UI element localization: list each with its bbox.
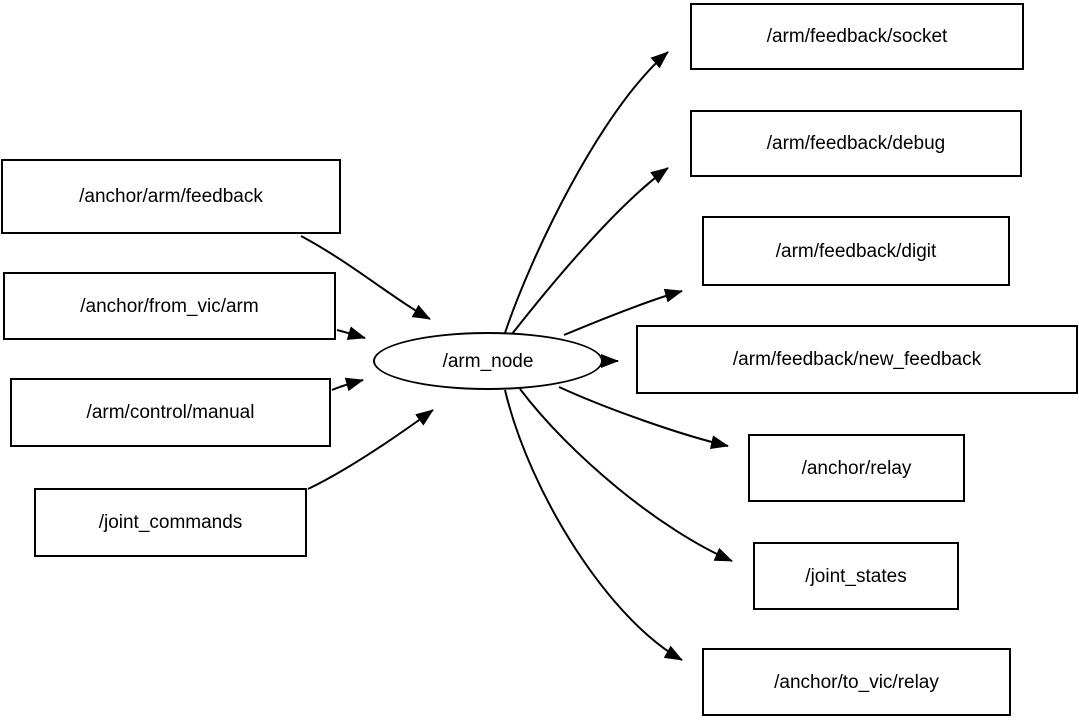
node-arm-node[interactable]: /arm_node bbox=[373, 332, 603, 390]
node-label: /joint_states bbox=[805, 565, 907, 587]
node-label: /arm/control/manual bbox=[86, 402, 255, 423]
edge-arm-control-manual-to-arm-node bbox=[331, 377, 364, 392]
node-label: /anchor/to_vic/relay bbox=[774, 671, 939, 693]
edge-arm-node-to-anchor-relay bbox=[558, 386, 729, 450]
node-anchor-to-vic-relay[interactable]: /anchor/to_vic/relay bbox=[702, 648, 1011, 716]
edge-arm-node-to-arm-feedback-debug bbox=[511, 167, 669, 335]
node-label: /arm/feedback/debug bbox=[766, 133, 946, 154]
node-joint-states[interactable]: /joint_states bbox=[753, 542, 959, 610]
edge-anchor-from-vic-arm-to-arm-node bbox=[336, 326, 366, 340]
node-label: /anchor/arm/feedback bbox=[79, 186, 263, 207]
node-arm-feedback-digit[interactable]: /arm/feedback/digit bbox=[702, 216, 1010, 286]
edge-arm-node-to-arm-feedback-digit bbox=[563, 288, 683, 336]
edge-arm-node-to-arm-feedback-socket bbox=[504, 51, 669, 334]
edge-arm-node-to-joint-states bbox=[519, 388, 733, 562]
node-arm-feedback-new-feedback[interactable]: /arm/feedback/new_feedback bbox=[636, 325, 1078, 394]
edge-group bbox=[300, 51, 733, 661]
node-anchor-arm-feedback[interactable]: /anchor/arm/feedback bbox=[1, 159, 341, 234]
node-arm-control-manual[interactable]: /arm/control/manual bbox=[10, 378, 331, 447]
node-label: /arm/feedback/socket bbox=[766, 26, 948, 47]
node-arm-feedback-debug[interactable]: /arm/feedback/debug bbox=[690, 110, 1022, 177]
node-label: /arm_node bbox=[442, 350, 534, 372]
node-label: /arm/feedback/digit bbox=[775, 240, 937, 262]
node-arm-feedback-socket[interactable]: /arm/feedback/socket bbox=[690, 3, 1024, 70]
node-anchor-from-vic-arm[interactable]: /anchor/from_vic/arm bbox=[3, 272, 336, 340]
edge-anchor-arm-feedback-to-arm-node bbox=[300, 235, 431, 320]
edge-arm-node-to-anchor-to-vic-relay bbox=[504, 389, 683, 661]
node-label: /anchor/relay bbox=[801, 457, 912, 479]
node-label: /anchor/from_vic/arm bbox=[80, 295, 259, 317]
node-label: /joint_commands bbox=[98, 512, 243, 533]
edge-joint-commands-to-arm-node bbox=[307, 409, 434, 490]
node-label: /arm/feedback/new_feedback bbox=[732, 349, 982, 370]
node-joint-commands[interactable]: /joint_commands bbox=[34, 488, 307, 557]
node-anchor-relay[interactable]: /anchor/relay bbox=[748, 434, 965, 502]
